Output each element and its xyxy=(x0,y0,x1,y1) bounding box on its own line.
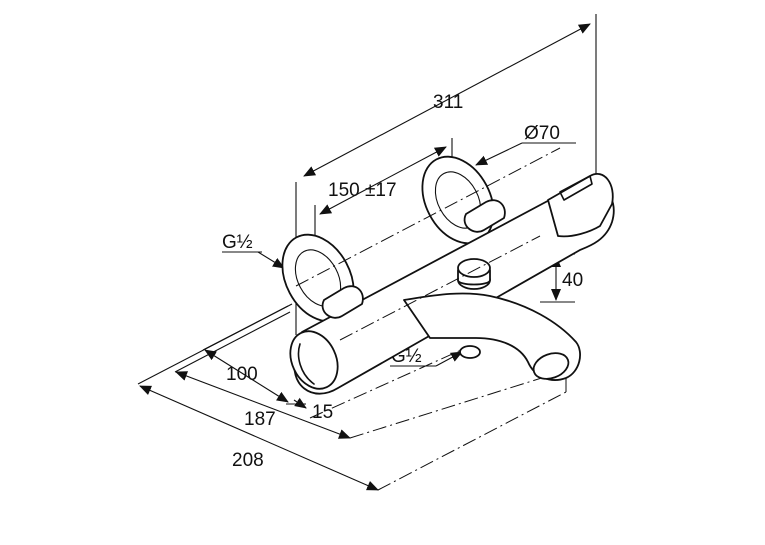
label-208: 208 xyxy=(232,450,264,471)
handle-left-cap xyxy=(289,330,339,390)
nut-right xyxy=(463,199,506,233)
projection-line-187 xyxy=(349,375,549,439)
spout-thread xyxy=(459,345,481,359)
diverter-knob-top xyxy=(457,258,491,278)
nut-left xyxy=(321,285,364,319)
leader-thread-spout xyxy=(435,351,463,367)
handle-left-cap-edge xyxy=(297,343,315,385)
label-100: 100 xyxy=(226,364,258,385)
wall-line-100 xyxy=(174,311,291,373)
spout-outlet xyxy=(532,352,570,380)
label-diameter: Ø70 xyxy=(524,123,560,144)
dimension-diameter: Ø70 xyxy=(475,123,576,166)
spout xyxy=(403,292,581,381)
centerline-connections xyxy=(295,147,561,287)
callout-thread-left: G½ xyxy=(222,232,285,269)
label-311: 311 xyxy=(433,92,463,113)
label-40: 40 xyxy=(562,270,583,291)
handle-right xyxy=(547,173,614,238)
projection-line-15 xyxy=(309,345,471,419)
leader-thread-left xyxy=(257,251,285,269)
label-150: 150 ±17 xyxy=(328,180,397,201)
faucet-body xyxy=(281,147,615,395)
dimension-line-208 xyxy=(139,385,379,491)
label-thread-left: G½ xyxy=(222,232,253,253)
centerline-body xyxy=(339,235,541,341)
projection-line-208 xyxy=(377,391,567,491)
wall-line-inner xyxy=(202,305,289,351)
dimension-line-150 xyxy=(319,146,447,215)
handle-right-grip xyxy=(559,175,593,201)
leader-diameter xyxy=(475,142,523,166)
label-187: 187 xyxy=(244,409,276,430)
